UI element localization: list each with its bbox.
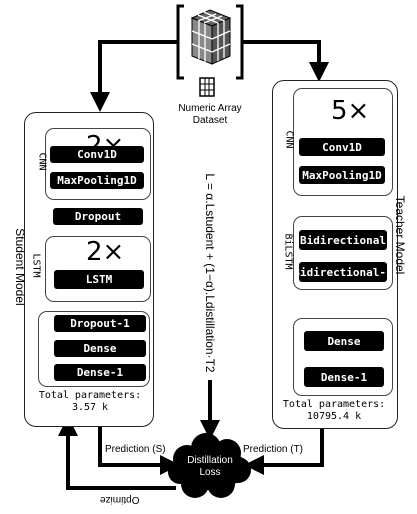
arrow-student-prediction: [98, 425, 180, 475]
student-maxpooling1d-block: MaxPooling1D: [50, 172, 144, 189]
loss-formula: L = α.Lstudent + (1−α).Ldistillation·T2: [203, 173, 217, 373]
student-lstm-repeat: 2×: [86, 237, 125, 267]
student-params: Total parameters: 3.57 k: [28, 390, 152, 414]
student-dense-1-block: Dense-1: [54, 364, 146, 381]
teacher-bidirectional-1-block: Bidirectional-1: [293, 262, 393, 282]
teacher-bidirectional-block: Bidirectional: [299, 230, 387, 250]
student-lstm-block: LSTM: [54, 270, 144, 289]
teacher-cnn-repeat: 5×: [331, 96, 370, 126]
arrow-dataset-to-student: [90, 40, 177, 112]
distillation-loss-line2: Loss: [199, 467, 221, 478]
teacher-params-label: Total parameters:: [282, 399, 386, 410]
teacher-dense-block: Dense: [304, 331, 384, 351]
student-lstm-label: LSTM: [30, 253, 42, 278]
distillation-loss-line1: Distillation: [187, 455, 233, 466]
teacher-params: Total parameters: 10795.4 k: [272, 399, 396, 423]
student-dense-block: Dense: [54, 340, 146, 357]
dataset-label-line2: Dataset: [192, 115, 228, 126]
student-params-label: Total parameters:: [38, 390, 142, 401]
distillation-loss-label: Distillation Loss: [170, 455, 250, 479]
dataset-label: Numeric Array Dataset: [160, 103, 260, 127]
arrow-teacher-prediction: [244, 427, 324, 475]
teacher-model-title: Teacher Model: [393, 195, 407, 275]
teacher-params-value: 10795.4 k: [306, 411, 362, 422]
student-dropout-1-block: Dropout-1: [54, 315, 146, 332]
teacher-maxpooling1d-block: MaxPooling1D: [299, 166, 385, 184]
student-dropout-block: Dropout: [53, 208, 143, 225]
teacher-cnn-label: CNN: [283, 130, 295, 149]
teacher-bilstm-label: BiLSTM: [282, 233, 294, 270]
student-conv1d-block: Conv1D: [50, 146, 144, 163]
optimize-label: Optimize: [100, 494, 140, 505]
prediction-teacher-label: Prediction (T): [243, 444, 304, 455]
teacher-dense-1-block: Dense-1: [304, 367, 384, 387]
student-lstm-group: [45, 236, 151, 302]
student-cnn-label: CNN: [36, 152, 48, 171]
arrow-dataset-to-teacher: [242, 40, 329, 82]
student-model-title: Student Model: [13, 228, 27, 306]
prediction-student-label: Prediction (S): [105, 444, 166, 455]
teacher-conv1d-block: Conv1D: [299, 138, 385, 156]
arrow-optimize: [58, 416, 176, 490]
dataset-label-line1: Numeric Array: [178, 103, 242, 114]
student-params-value: 3.57 k: [71, 402, 109, 413]
